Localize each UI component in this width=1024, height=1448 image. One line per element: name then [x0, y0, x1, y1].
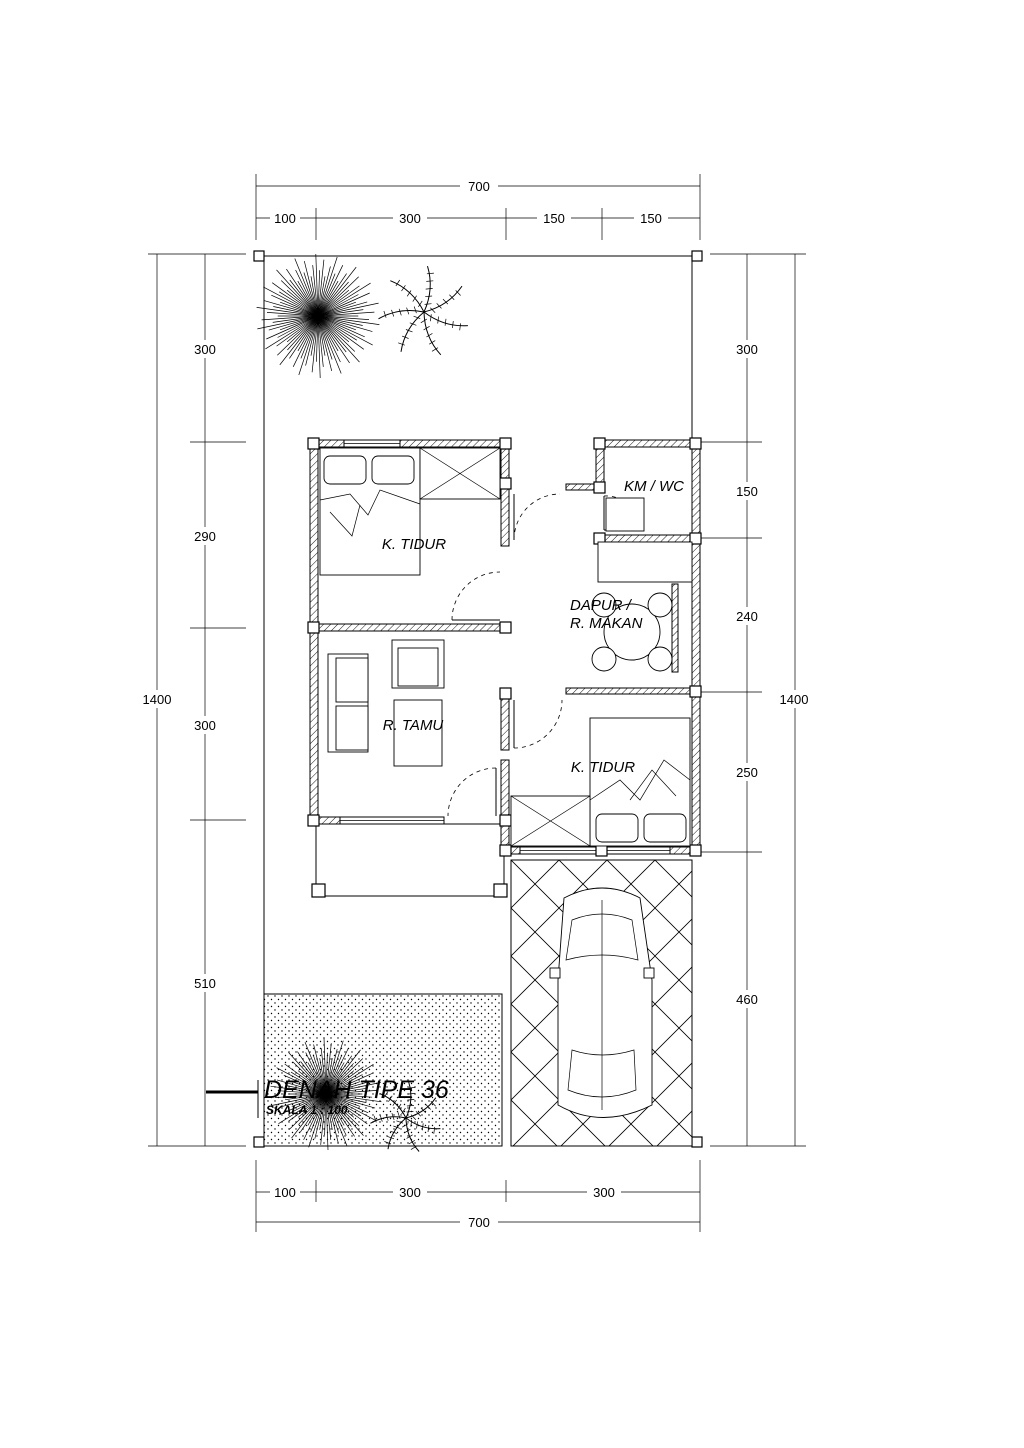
bed-2: [589, 717, 691, 847]
drawing-title: DENAH TIPE 36: [264, 1076, 449, 1104]
palm-icon: [370, 1081, 441, 1152]
dim-top-seg-1: 100: [274, 211, 296, 226]
dim-left-seg-4: 510: [194, 976, 216, 991]
room-label-kitchen-2: R. MAKAN: [570, 615, 643, 632]
dim-right-seg-4: 250: [736, 765, 758, 780]
room-label-bedroom-2: K. TIDUR: [571, 759, 635, 776]
dining-set: [591, 592, 673, 672]
sofa-set: [327, 639, 445, 767]
room-label-bath: KM / WC: [624, 478, 684, 495]
dim-right-seg-3: 240: [736, 609, 758, 624]
room-label-bedroom-1: K. TIDUR: [382, 536, 446, 553]
dim-right-seg-2: 150: [736, 484, 758, 499]
plot-boundary: [253, 250, 703, 1148]
dim-right-total: 1400: [780, 692, 809, 707]
car: [549, 887, 655, 1118]
dim-top-seg-4: 150: [640, 211, 662, 226]
dim-top-total: 700: [468, 179, 490, 194]
room-label-living: R. TAMU: [383, 717, 444, 734]
wardrobe-1: [419, 447, 501, 500]
dim-bottom-seg-3: 300: [593, 1185, 615, 1200]
tree-icon: [270, 1037, 382, 1151]
dim-left-seg-2: 290: [194, 529, 216, 544]
title-block: DENAH TIPE 36 SKALA 1 : 100: [206, 1076, 449, 1118]
dimension-left: 1400 300 290 300 510: [140, 253, 246, 1147]
dim-top-seg-2: 300: [399, 211, 421, 226]
dim-left-seg-1: 300: [194, 342, 216, 357]
tree-icon: [256, 253, 380, 379]
bed-1: [319, 447, 421, 576]
room-label-kitchen-1: DAPUR /: [570, 597, 633, 614]
dim-bottom-seg-1: 100: [274, 1185, 296, 1200]
dimension-bottom: 100 300 300 700: [255, 1160, 701, 1232]
terrace: [311, 823, 508, 898]
drawing-scale: SKALA 1 : 100: [266, 1103, 348, 1117]
dim-left-total: 1400: [143, 692, 172, 707]
bath-fixtures: [605, 497, 645, 532]
dimension-top: 700 100 300 150 150: [255, 174, 701, 240]
dimension-right: 1400 300 150 240 250 460: [700, 253, 812, 1147]
wardrobe-2: [510, 795, 591, 847]
kitchen-counter: [597, 541, 693, 583]
dim-right-seg-5: 460: [736, 992, 758, 1007]
garden-area: [263, 993, 503, 1147]
dim-top-seg-3: 150: [543, 211, 565, 226]
walls: [307, 437, 702, 857]
dim-bottom-total: 700: [468, 1215, 490, 1230]
palm-icon: [378, 265, 468, 356]
dim-left-seg-3: 300: [194, 718, 216, 733]
dim-bottom-seg-2: 300: [399, 1185, 421, 1200]
dim-right-seg-1: 300: [736, 342, 758, 357]
